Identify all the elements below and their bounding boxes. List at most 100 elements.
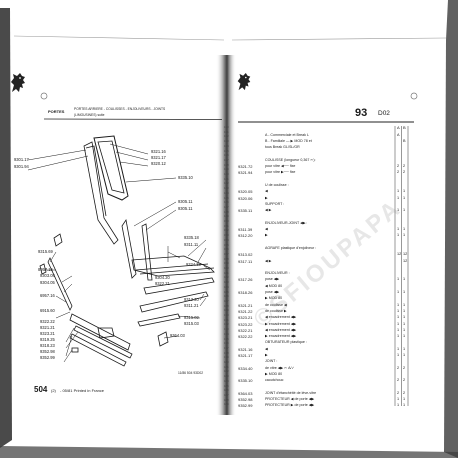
part-number: 9313.02	[238, 252, 253, 258]
line-number: 153	[224, 233, 229, 238]
quantity-b: 1	[403, 397, 406, 402]
part-number: 9364.03	[238, 390, 253, 396]
callout-label: 9312.20	[184, 297, 199, 302]
part-number: 9322.22	[238, 334, 253, 340]
callout-label: 9320.12	[151, 161, 166, 166]
callout-label: 9319.25	[40, 337, 55, 342]
callout-label: 9321.21	[40, 325, 55, 330]
callout-label: 9315.03	[184, 321, 199, 326]
part-row: tous Break GL/SL/GR	[238, 145, 406, 151]
quantity-b: 1	[403, 195, 406, 200]
footer-model-suffix: (2)	[51, 388, 56, 393]
part-description: de coulisse ▶	[265, 308, 287, 313]
callout-label: 9352.98	[40, 349, 55, 354]
part-description: JOINT :	[265, 359, 278, 364]
part-row: OBTURATEUR plastique :	[238, 340, 406, 346]
part-description: A - Commerciale et Break L	[265, 132, 309, 137]
line-number: 130	[224, 125, 229, 129]
line-number: 139	[224, 167, 229, 172]
line-number: 182	[224, 369, 229, 374]
line-number: 144	[224, 190, 229, 195]
line-number: 155	[224, 242, 229, 247]
line-number: 161	[224, 270, 229, 275]
part-description: B - Familiale — ▶ MOD 78 et	[265, 138, 312, 143]
part-row: U de coulisse :	[238, 182, 406, 188]
quantity-a: A	[397, 132, 400, 137]
line-number: 132	[224, 134, 229, 139]
part-description: ENJOLIVEUR-JOINT ◀▶:	[265, 220, 307, 225]
line-number: 165	[224, 289, 229, 294]
part-number: 9311.39	[238, 227, 253, 233]
quantity-a: 1	[397, 189, 400, 194]
quantity-a: 1	[397, 353, 400, 358]
quantity-a: 2	[397, 170, 400, 175]
callout-label: 9301.94	[14, 164, 29, 169]
quantity-b: 1	[403, 346, 406, 351]
part-description: JOINT d'étanchéité de lève-vitre	[265, 390, 317, 395]
line-number: 146	[224, 200, 229, 205]
part-description: OBTURATEUR plastique :	[265, 340, 307, 345]
footer-print-note: - 05/81 Printed in France	[60, 388, 105, 393]
quantity-a: 1	[397, 315, 400, 320]
line-number: 187	[224, 392, 229, 397]
callout-label: 9318.23	[40, 343, 55, 348]
quantity-a: 2	[397, 365, 400, 370]
line-number: 173	[224, 327, 229, 332]
part-description: ◀ ▶	[265, 258, 272, 263]
quantity-a: 1	[397, 233, 400, 238]
part-description: PROTECTEUR ◀ de porte ◀▶	[265, 397, 315, 402]
section-label: PORTES	[48, 109, 65, 114]
callout-label: 9322.21	[155, 281, 170, 286]
exploded-parts-diagram	[28, 135, 215, 367]
quantity-b: 1	[403, 334, 406, 339]
quantity-a: 1	[397, 308, 400, 313]
part-description: AGRAFE plastique d'enjoliveur :	[265, 245, 317, 250]
quantity-a: 2	[397, 378, 400, 383]
binder-hole-left	[40, 92, 48, 100]
quantity-a: 1	[397, 302, 400, 307]
quantity-b: 2	[403, 390, 406, 395]
callout-label: 9303.08	[40, 273, 55, 278]
part-row: 9364.03 JOINT d'étanchéité de lève-vitre 2…	[238, 390, 406, 396]
line-number: 145	[224, 195, 229, 200]
part-description: ◀	[265, 189, 268, 194]
section-title: PORTES ARRIERE - COULISSES - ENJOLIVEURS…	[74, 107, 166, 111]
line-number: 152	[224, 228, 229, 233]
callout-label: 9304.05	[40, 280, 55, 285]
part-number: 9321.21	[238, 302, 253, 308]
quantity-b: 1	[403, 208, 406, 213]
peugeot-lion-logo-left	[11, 73, 25, 92]
part-description: U de coulisse :	[265, 182, 289, 187]
part-number: 9318.26	[238, 290, 253, 296]
line-number: 164	[224, 284, 229, 289]
binder-hole-right	[410, 92, 418, 100]
quantity-b: 1	[403, 227, 406, 232]
line-number: 131	[224, 129, 229, 134]
part-row: SUPPORT :	[238, 201, 406, 207]
part-description: ◀ encadrement ◀▶	[265, 327, 297, 332]
callout-label: 9364.03	[170, 333, 185, 338]
part-row: A - Commerciale et Break L A	[238, 132, 406, 138]
callout-label: 8957.16	[38, 267, 53, 272]
quantity-b: 1	[403, 277, 406, 282]
callout-label: 9311.21	[184, 303, 199, 308]
part-row: ▶ MOD 80	[238, 371, 406, 377]
line-number: 175	[224, 336, 229, 341]
quantity-b: 1	[403, 353, 406, 358]
part-number: 9335.10	[238, 378, 253, 384]
callout-label: 6957.16	[40, 293, 55, 298]
quantity-a: 1	[397, 208, 400, 213]
line-number: 158	[224, 256, 229, 261]
line-number: 172	[224, 322, 229, 327]
part-description: ▶ MOD 80	[265, 371, 283, 376]
line-number: 169	[224, 308, 229, 313]
peugeot-lion-logo-right	[237, 73, 251, 91]
part-row: ▶ MOD 80	[238, 296, 406, 302]
quantity-b: 2	[403, 365, 406, 370]
part-row: AGRAFE plastique d'enjoliveur :	[238, 245, 406, 251]
